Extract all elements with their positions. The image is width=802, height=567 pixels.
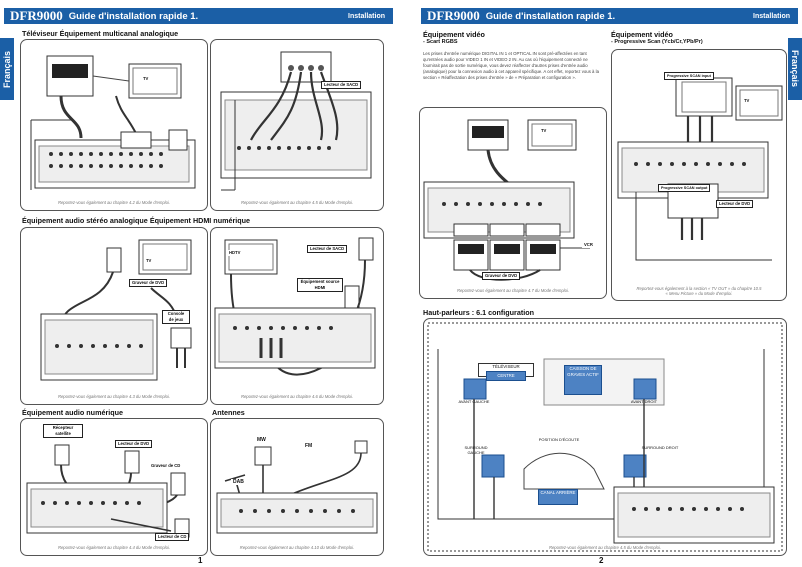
console-label: Console de jeux [162, 310, 190, 324]
heading-speakers: Haut-parleurs : 6.1 configuration [423, 308, 535, 317]
speaker-back: CANAL ARRIÈRE [538, 489, 578, 505]
dvd-player-label: Lecteur de DVD [115, 440, 153, 448]
satellite-label: Récepteur satellite [43, 424, 83, 438]
dab-label: DAB [231, 479, 246, 485]
heading-tv: Téléviseur Équipement multicanal analogi… [22, 29, 179, 38]
note-stereo: Reportez-vous également au chapitre 4.3 … [57, 394, 171, 400]
diagram-stereo: TV Graveur de DVD Console de jeux Report… [20, 227, 208, 405]
diagram-scart: Les prises d'entrée numérique DIGITAL IN… [417, 49, 607, 299]
diagram-speakers: TÉLÉVISEUR CENTRE CAISSON DE GRAVES ACTI… [423, 318, 787, 556]
language-tab: Français [0, 38, 14, 100]
note-scart: Reportez-vous également au chapitre 4.7 … [456, 288, 570, 294]
subheading-progressive: - Progressive Scan (Ycb/Cr,YPb/Pr) [611, 39, 703, 45]
model-name: DFR9000 [427, 8, 480, 23]
listening-position: POSITION D'ÉCOUTE [538, 437, 580, 442]
language-tab: Français [788, 38, 802, 100]
cd-player-label: Lecteur de CD [155, 533, 190, 541]
speaker-front-left: AVANT GAUCHE [458, 399, 490, 404]
note-hdmi: Reportez-vous également au chapitre 4.6 … [240, 394, 354, 400]
section-name: Installation [348, 12, 385, 20]
fm-label: FM [303, 443, 315, 449]
speaker-surround-right: SURROUND DROIT [641, 445, 679, 450]
hdmi-source-label: Équipement source HDMI [297, 278, 343, 292]
diagram-antennas: MW FM DAB Reportez-vous également au cha… [210, 418, 384, 556]
speaker-front-right: AVANT DROIT [630, 399, 658, 404]
scart-paragraph: Les prises d'entrée numérique DIGITAL IN… [423, 51, 599, 81]
diagram-tv: TV Reportez-vous également au chapitre 4… [20, 39, 208, 211]
page-left: DFR9000 Guide d'installation rapide 1. I… [0, 8, 393, 565]
sacd-label-2: Lecteur de SACD [307, 245, 348, 253]
note-progressive: Reportez-vous également à la section « T… [612, 286, 786, 297]
scart-diagram-frame: TV VCR Graveur de DVD Reportez-vous égal… [419, 107, 607, 299]
model-name: DFR9000 [10, 8, 63, 23]
cd-recorder-label: Graveur de CD [149, 463, 183, 469]
page-right: DFR9000 Guide d'installation rapide 1. I… [401, 0, 802, 567]
speaker-center: CENTRE [486, 371, 526, 381]
page-number: 1 [198, 556, 203, 565]
speaker-surround-left: SURROUND GAUCHE [464, 445, 488, 455]
note-digital: Reportez-vous également au chapitre 4.4 … [57, 545, 171, 551]
heading-digital: Équipement audio numérique [22, 408, 124, 417]
vcr-label: VCR [582, 242, 595, 248]
note-progressive-line1: Reportez-vous également à la section « T… [636, 285, 762, 291]
heading-video-progressive: Équipement vidéo [611, 30, 673, 39]
sacd-label: Lecteur de SACD [321, 81, 362, 89]
tv-label: TV [141, 76, 151, 82]
prog-input-label: Progressive SCAN input [664, 72, 714, 80]
dvd-recorder-label: Graveur de DVD [482, 272, 521, 280]
tv-label: TV [539, 128, 549, 134]
diagram-hdmi: HDTV Lecteur de SACD Équipement source H… [210, 227, 384, 405]
header-bar: DFR9000 Guide d'installation rapide 1. I… [4, 8, 393, 24]
subheading-scart: - Scart RGBS [423, 39, 458, 45]
dvd-player-label: Lecteur de DVD [716, 200, 754, 208]
heading-video-scart: Équipement vidéo [423, 30, 485, 39]
diagram-digital: Récepteur satellite Lecteur de DVD Grave… [20, 418, 208, 556]
guide-title: Guide d'installation rapide 1. [68, 10, 199, 22]
diagram-progressive: Progressive SCAN input TV Progressive SC… [611, 49, 787, 301]
speaker-subwoofer: CAISSON DE GRAVES ACTIF [564, 365, 602, 395]
note-antennas: Reportez-vous également au chapitre 4.10… [239, 545, 355, 551]
heading-antennas: Antennes [212, 408, 245, 417]
diagram-multichannel: Lecteur de SACD Reportez-vous également … [210, 39, 384, 211]
tv-label-2: TV [742, 98, 752, 104]
dvd-recorder-label: Graveur de DVD [129, 279, 168, 287]
page-number: 2 [599, 556, 604, 565]
note-progressive-line2: « Menu Picture » du Mode d'emploi. [665, 291, 733, 297]
guide-title: Guide d'installation rapide 1. [485, 10, 616, 22]
prog-output-label: Progressive SCAN output [658, 184, 711, 192]
note-multichannel: Reportez-vous également au chapitre 4.5 … [240, 200, 354, 206]
header-bar: DFR9000 Guide d'installation rapide 1. I… [421, 8, 798, 24]
mw-label: MW [255, 437, 268, 443]
section-name: Installation [753, 12, 790, 20]
heading-stereo-hdmi: Équipement audio stéréo analogique Équip… [22, 216, 251, 225]
hdtv-label: HDTV [227, 250, 243, 256]
tv-label-2: TV [144, 258, 154, 264]
note-tv: Reportez-vous également au chapitre 4.2 … [57, 200, 171, 206]
note-speakers: Reportez-vous également au chapitre 4.5 … [548, 545, 662, 551]
